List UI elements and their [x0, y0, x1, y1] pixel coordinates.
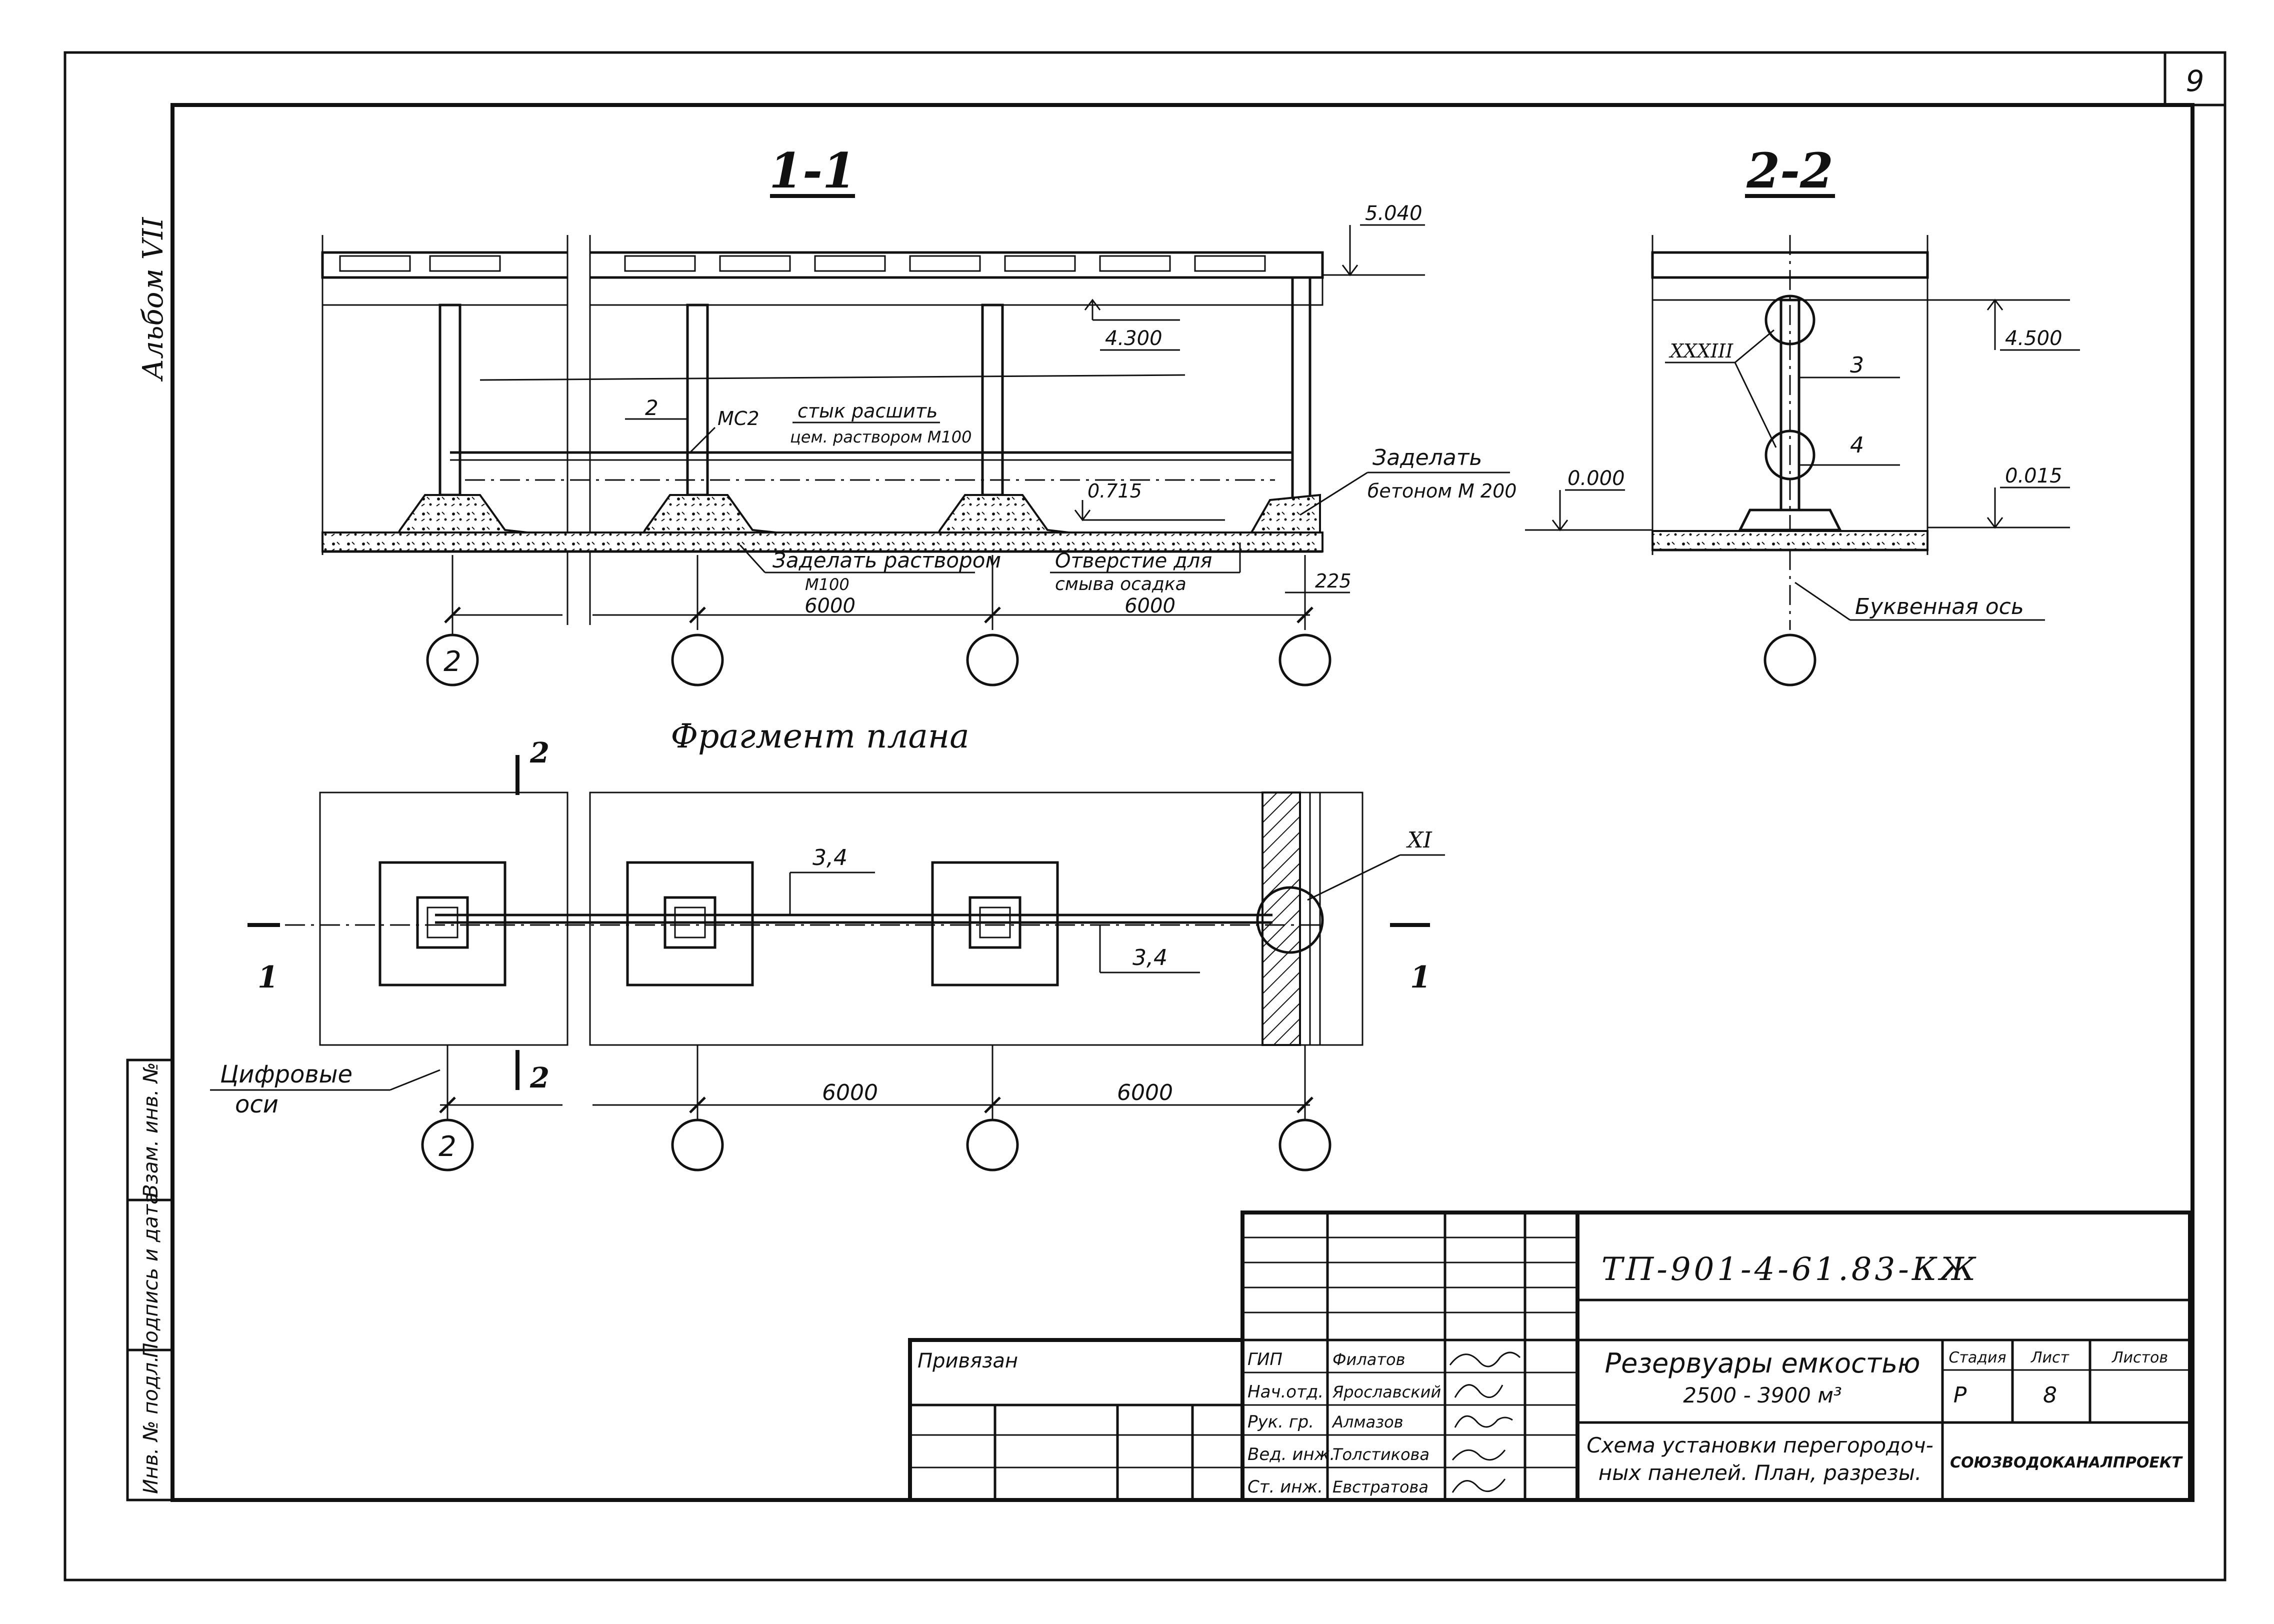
name-tolstikova: Толстикова — [1332, 1445, 1430, 1464]
note-joint-2: цем. раствором М100 — [790, 428, 972, 446]
dim-225: 225 — [1315, 570, 1352, 592]
note-joint-1: стык расшить — [798, 400, 938, 422]
section-2-2-title: 2-2 — [1746, 142, 1833, 199]
title-block — [908, 1210, 2192, 1502]
side-cell-inv: Инв. № подл. — [140, 1356, 162, 1494]
axis-bubble — [421, 1118, 474, 1172]
title-main-2: 2500 - 3900 м³ — [1683, 1383, 1842, 1408]
dim-6000-b: 6000 — [1124, 594, 1176, 618]
stage-header: Стадия — [1948, 1349, 2006, 1366]
axis-bubble — [671, 634, 724, 686]
signatures — [1449, 1352, 1521, 1493]
elev-4500: 4.500 — [2005, 327, 2062, 350]
elev-0015: 0.015 — [2005, 464, 2062, 488]
role-ved-inzh: Вед. инж. — [1248, 1444, 1335, 1464]
note-seal-mortar-1: Заделать раствором — [772, 548, 1001, 572]
privyazan-label: Привязан — [918, 1350, 1018, 1372]
sheets-header: Листов — [2112, 1349, 2168, 1366]
role-ruk-gr: Рук. гр. — [1248, 1412, 1314, 1432]
elev-0715: 0.715 — [1088, 480, 1142, 502]
label-mc2: МС2 — [718, 408, 760, 430]
cut-2-bottom: 2 — [530, 1062, 550, 1094]
cut-2-top: 2 — [530, 736, 550, 770]
note-hole-2: смыва осадка — [1055, 574, 1186, 594]
role-gip: ГИП — [1248, 1350, 1282, 1370]
side-cell-sign: Подпись и дата — [140, 1192, 162, 1358]
role-st-inzh: Ст. инж. — [1248, 1477, 1323, 1497]
role-nach-otd: Нач.отд. — [1248, 1382, 1324, 1402]
name-almazov: Алмазов — [1332, 1412, 1404, 1432]
label-34-b: 3,4 — [1132, 945, 1168, 970]
axis-bubble-letter — [1764, 634, 1816, 686]
plan-fragment: Фрагмент плана 3,4 3,4 XI 1 1 — [210, 717, 1445, 1172]
axis-label-2: 2 — [444, 646, 462, 678]
note-seal-mortar-2: М100 — [805, 575, 850, 594]
note-hole-1: Отверстие для — [1055, 550, 1212, 572]
plan-dim-6000-b: 6000 — [1117, 1080, 1173, 1106]
elev-5040: 5.040 — [1365, 202, 1422, 225]
title-sub-1: Схема установки перегородоч- — [1586, 1433, 1934, 1458]
note-digit-axes-1: Цифровые — [220, 1060, 352, 1088]
title-sub-2: ных панелей. План, разрезы. — [1598, 1460, 1922, 1485]
name-yaroslavsky: Ярославский — [1332, 1382, 1441, 1402]
label-4: 4 — [1850, 432, 1864, 458]
sheet-number: 9 — [2186, 64, 2204, 98]
axis-bubble — [426, 634, 479, 686]
cut-1-left: 1 — [258, 960, 278, 995]
cut-1-right: 1 — [1410, 960, 1431, 995]
section-1-1-title: 1-1 — [769, 142, 856, 199]
note-seal-concrete-2: бетоном М 200 — [1368, 480, 1516, 502]
axis-bubble — [1278, 1118, 1332, 1172]
plan-dim-6000-a: 6000 — [822, 1080, 878, 1106]
note-letter-axis: Буквенная ось — [1855, 594, 2024, 620]
plan-axis-label-2: 2 — [438, 1130, 456, 1163]
section-1-1: 1-1 — [321, 142, 1516, 686]
sheet-header: Лист — [2030, 1349, 2070, 1366]
note-seal-concrete-1: Заделать — [1372, 445, 1482, 470]
axis-bubble — [966, 1118, 1019, 1172]
label-34-a: 3,4 — [812, 845, 848, 870]
label-panel-2: 2 — [645, 396, 658, 420]
note-digit-axes-2: оси — [235, 1090, 278, 1118]
stage-value: Р — [1954, 1382, 1967, 1408]
side-stamp — [126, 1058, 174, 1502]
axis-bubble — [671, 1118, 724, 1172]
name-evstratova: Евстратова — [1332, 1478, 1428, 1496]
axis-bubble — [1278, 634, 1332, 686]
org-name: СОЮЗВОДОКАНАЛПРОЕКТ — [1950, 1454, 2183, 1472]
plan-title: Фрагмент плана — [670, 717, 969, 756]
section-2-2: 2-2 4.500 0.000 0.015 XXXIII 3 — [1525, 142, 2080, 686]
axis-bubble — [966, 634, 1019, 686]
node-xxxiii: XXXIII — [1668, 340, 1734, 362]
dim-6000-a: 6000 — [804, 594, 856, 618]
title-main-1: Резервуары емкостью — [1605, 1348, 1920, 1379]
side-cell-vzam: Взам. инв. № — [140, 1062, 162, 1198]
name-filatov: Филатов — [1332, 1350, 1405, 1369]
album-label: Альбом VII — [137, 216, 170, 382]
node-xi: XI — [1406, 828, 1432, 853]
label-3: 3 — [1850, 352, 1864, 378]
doc-code: ТП-901-4-61.83-КЖ — [1602, 1251, 1979, 1288]
sheet-value: 8 — [2043, 1382, 2057, 1408]
elev-0000: 0.000 — [1568, 467, 1625, 490]
elev-4300: 4.300 — [1105, 327, 1162, 350]
